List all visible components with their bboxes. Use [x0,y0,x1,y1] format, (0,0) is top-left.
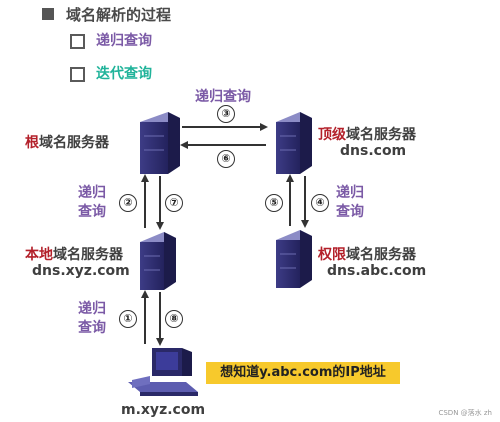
local-server-domain: dns.xyz.com [32,263,130,279]
step-2-marker: ② [119,194,137,212]
recursive-query-checkbox[interactable] [70,34,85,49]
iterative-query-checkbox[interactable] [70,67,85,82]
query-callout: 想知道y.abc.com的IP地址 [206,362,400,384]
root-server-label: 根域名服务器 [25,135,109,151]
step-8-marker: ⑧ [165,310,183,328]
tld-server-icon [276,112,312,174]
tld-auth-query-label: 递归 查询 [336,185,364,220]
tld-server-label: 顶级域名服务器 [318,127,416,143]
step-7-marker: ⑦ [165,194,183,212]
local-client-query-label: 递归 查询 [78,301,106,336]
recursive-query-label: 递归查询 [96,33,152,49]
step-1-marker: ① [119,310,137,328]
auth-server-label: 权限域名服务器 [318,247,416,263]
auth-server-domain: dns.abc.com [327,263,427,279]
auth-server-icon [276,230,312,288]
local-server-icon [140,232,176,290]
local-server-label: 本地域名服务器 [25,247,123,263]
step-5-marker: ⑤ [265,194,283,212]
root-tld-query-label: 递归查询 [195,89,251,105]
tld-server-domain: dns.com [340,143,407,159]
client-host-label: m.xyz.com [121,402,206,418]
heading-bullet [42,8,54,20]
step-6-marker: ⑥ [217,150,235,168]
step-4-marker: ④ [311,194,329,212]
step-3-marker: ③ [217,105,235,123]
iterative-query-label: 迭代查询 [96,66,152,82]
footer-watermark: CSDN @落水 zh [438,409,492,417]
client-computer-icon [128,348,198,396]
root-server-icon [140,112,180,174]
page-title: 域名解析的过程 [66,6,172,24]
root-local-query-label: 递归 查询 [78,185,106,220]
